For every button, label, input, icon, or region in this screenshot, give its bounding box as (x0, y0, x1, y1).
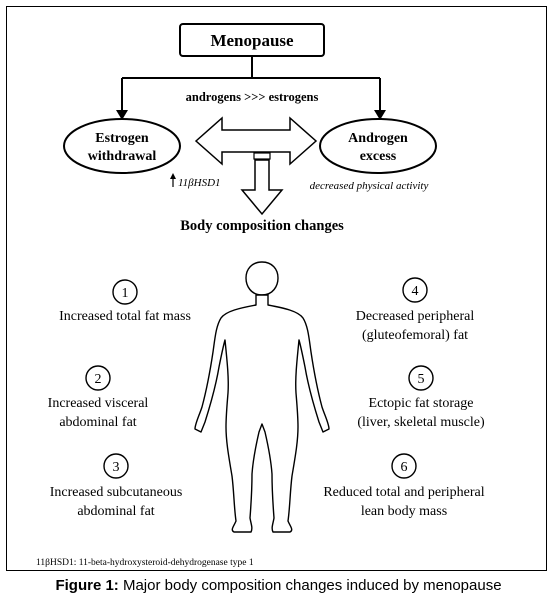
double-headed-arrow (194, 116, 318, 166)
right-arrowhead (374, 110, 386, 120)
activity-label: decreased physical activity (310, 180, 429, 192)
change-text-line: (liver, skeletal muscle) (357, 415, 485, 430)
change-text-line: Increased subcutaneous (50, 485, 183, 500)
estrogen-withdrawal-ellipse (63, 118, 181, 174)
number-label: 6 (401, 460, 408, 475)
number-label: 1 (122, 286, 129, 301)
change-text-line: (gluteofemoral) fat (362, 328, 468, 343)
arrow-connector (253, 152, 271, 160)
estrogen-line-1: Estrogen (95, 131, 149, 146)
figure-frame (6, 6, 547, 571)
down-arrow (240, 159, 284, 216)
diagram: Menopause androgens >>> estrogens Estrog… (36, 23, 485, 568)
number-circle (402, 277, 428, 303)
number-circle (85, 365, 111, 391)
changes-heading: Body composition changes (180, 218, 344, 234)
menopause-label: Menopause (210, 31, 294, 50)
hsd-label: 11βHSD1 (178, 177, 221, 189)
change-text-line: Increased total fat mass (59, 309, 191, 324)
hsd-up-arrowhead (170, 173, 176, 179)
change-text-line: abdominal fat (59, 415, 136, 430)
change-text-line: Reduced total and peripheral (323, 485, 484, 500)
left-arrowhead (116, 110, 128, 120)
androgen-line-1: Androgen (348, 131, 408, 146)
number-label: 2 (95, 372, 102, 387)
number-circle (103, 453, 129, 479)
estrogen-line-2: withdrawal (88, 149, 157, 164)
change-text-line: Ectopic fat storage (369, 396, 474, 411)
ratio-label: androgens >>> estrogens (186, 90, 319, 104)
change-text-line: abdominal fat (77, 504, 154, 519)
number-circle (391, 453, 417, 479)
figure-caption: Figure 1: Major body composition changes… (0, 577, 557, 594)
change-text-line: lean body mass (361, 504, 447, 519)
change-text-line: Decreased peripheral (356, 309, 475, 324)
human-body-outline (194, 261, 330, 533)
number-label: 3 (113, 460, 120, 475)
change-text-line: Increased visceral (48, 396, 149, 411)
caption-label: Figure 1: (55, 577, 119, 594)
caption-text: Major body composition changes induced b… (122, 577, 502, 594)
number-circle (112, 279, 138, 305)
number-label: 4 (412, 284, 419, 299)
androgen-line-2: excess (360, 149, 397, 164)
number-circle (408, 365, 434, 391)
number-label: 5 (418, 372, 425, 387)
footnote: 11βHSD1: 11-beta-hydroxysteroid-dehydrog… (36, 558, 254, 568)
androgen-excess-ellipse (319, 118, 437, 174)
